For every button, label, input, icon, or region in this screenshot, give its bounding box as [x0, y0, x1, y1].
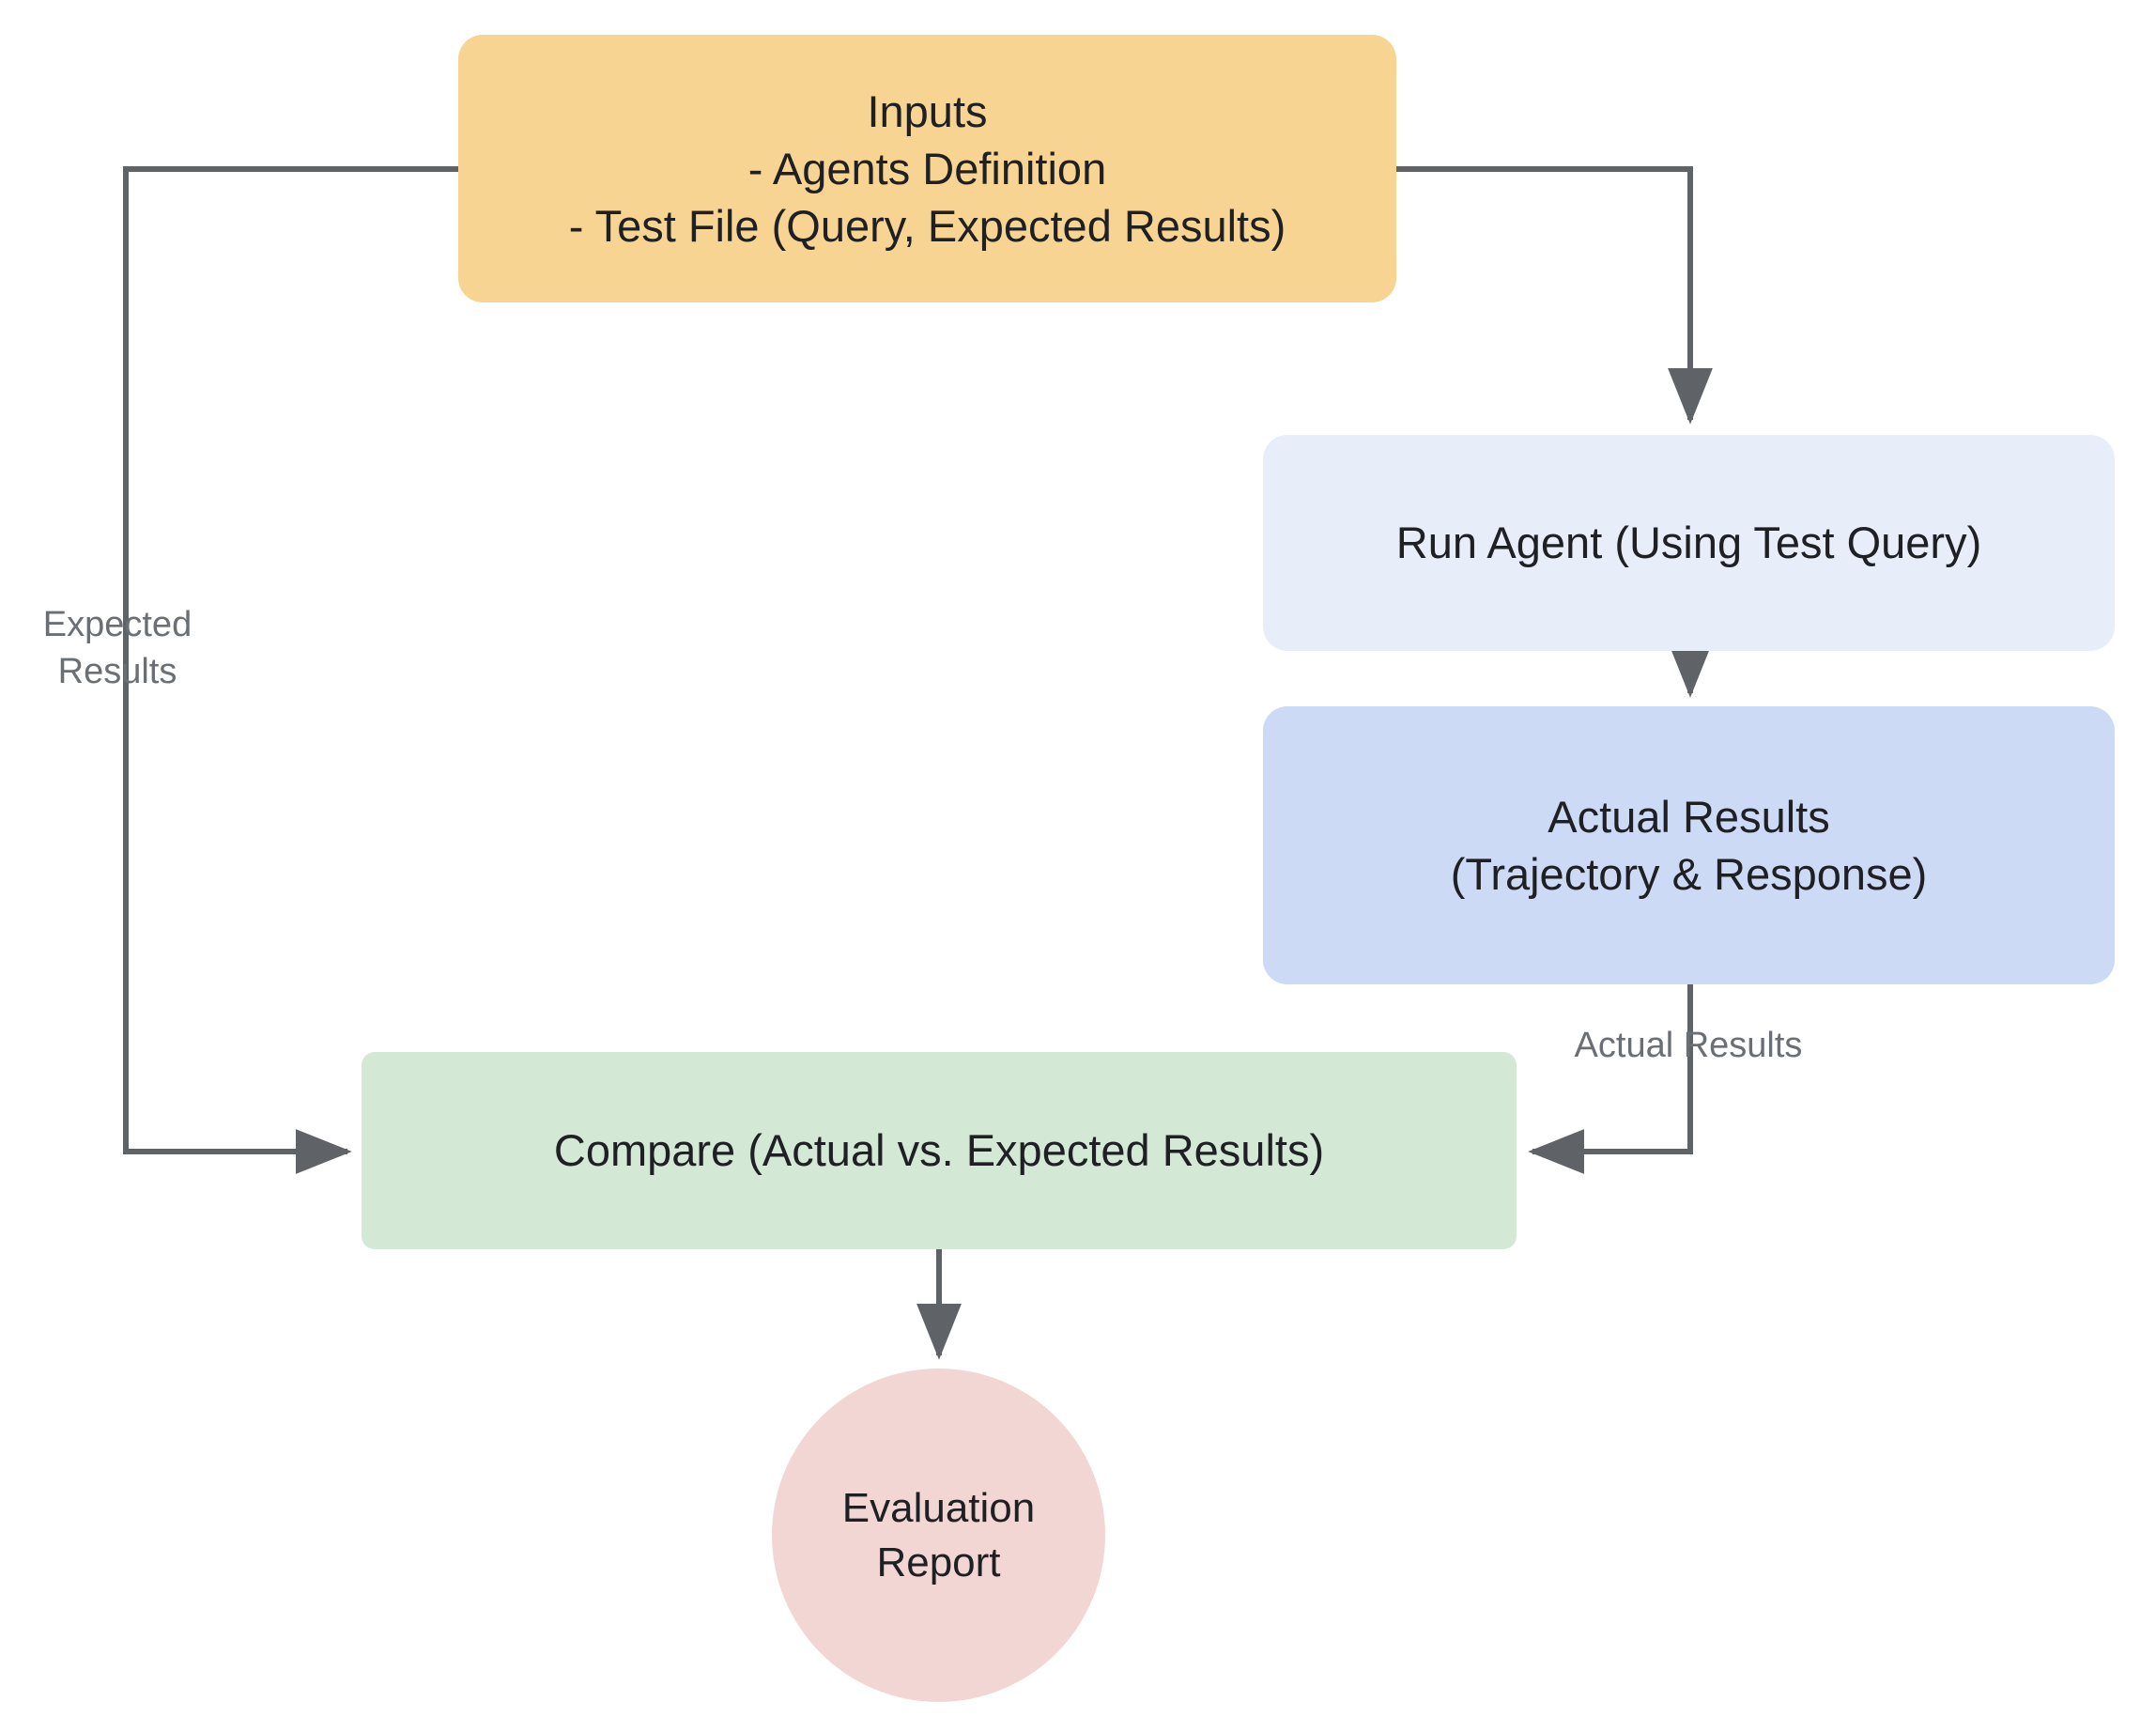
edge-label-actual-results: Actual Results: [1574, 1026, 1803, 1065]
node-inputs[interactable]: Inputs - Agents Definition - Test File (…: [458, 35, 1396, 302]
node-actual-results[interactable]: Actual Results (Trajectory & Response): [1263, 706, 2115, 984]
edge-label-expected-results: Expected Results: [42, 605, 192, 692]
node-compare[interactable]: Compare (Actual vs. Expected Results): [362, 1052, 1517, 1249]
edge-inputs-to-run-agent: [1396, 166, 1713, 425]
node-run-agent[interactable]: Run Agent (Using Test Query): [1263, 435, 2115, 651]
node-evaluation-report[interactable]: Evaluation Report: [772, 1369, 1105, 1702]
